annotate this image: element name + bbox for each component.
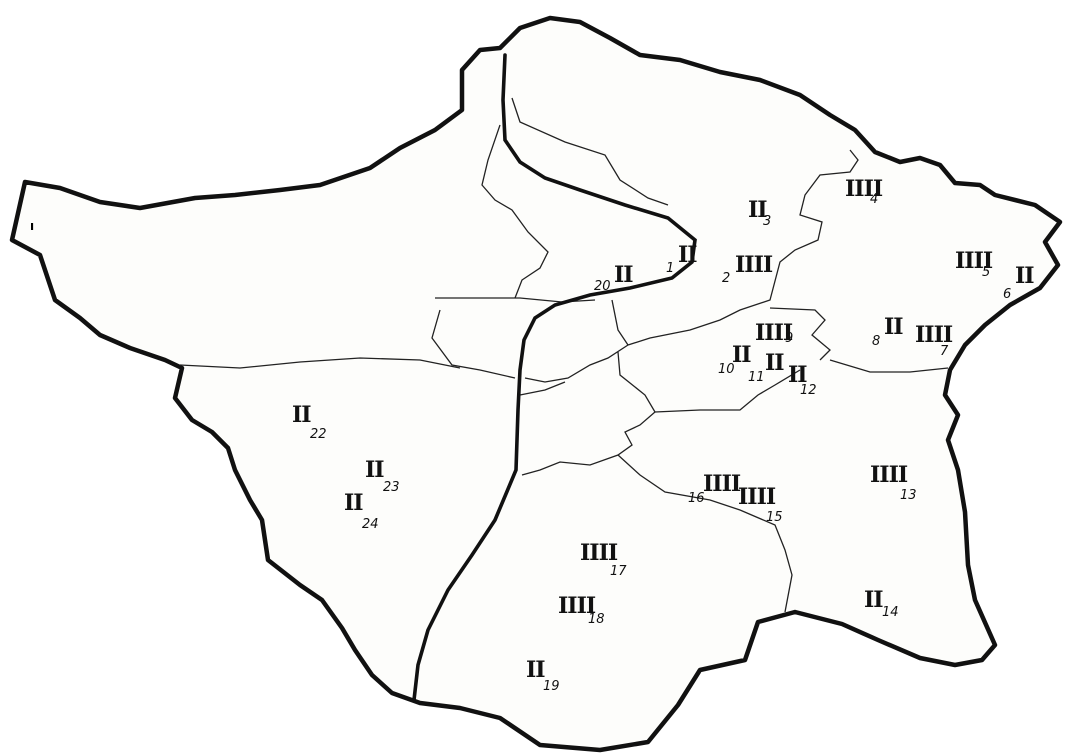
district-label: IIII 18	[558, 593, 605, 627]
district-label: IIII 5	[955, 248, 994, 280]
district-label: II 23	[365, 457, 400, 495]
district-label: IIII 7	[915, 322, 954, 359]
svg-text:20: 20	[594, 279, 611, 294]
svg-text:9: 9	[785, 331, 793, 346]
svg-text:IIII: IIII	[580, 540, 618, 566]
svg-text:17: 17	[610, 564, 627, 579]
svg-text:4: 4	[870, 192, 878, 207]
svg-text:IIII: IIII	[845, 176, 883, 202]
district-borders	[179, 97, 949, 613]
svg-text:II: II	[526, 657, 545, 683]
svg-text:18: 18	[588, 612, 605, 627]
district-label: II 12	[788, 362, 817, 398]
river	[412, 53, 697, 702]
district-label: 11 II	[748, 350, 785, 385]
svg-text:II: II	[884, 314, 903, 340]
svg-text:19: 19	[543, 679, 560, 694]
district-labels: 1 II 2 IIII II 3 IIII 4 IIII 5 6 II IIII…	[292, 176, 1035, 694]
svg-text:II: II	[614, 262, 633, 288]
district-label: IIII 9	[755, 320, 794, 346]
district-label: 1 II	[666, 242, 698, 276]
svg-text:II: II	[765, 350, 784, 376]
district-label: II 24	[344, 490, 379, 532]
district-label: 10 II	[718, 342, 752, 377]
district-label: IIII 15	[738, 484, 783, 525]
svg-text:15: 15	[766, 510, 783, 525]
svg-text:6: 6	[1003, 287, 1011, 302]
svg-text:3: 3	[763, 214, 771, 229]
svg-text:13: 13	[900, 488, 917, 503]
svg-text:10: 10	[718, 362, 735, 377]
svg-text:II: II	[748, 197, 767, 223]
corner-mark: ı	[30, 219, 34, 233]
district-label: 20 II	[594, 262, 634, 294]
svg-text:IIII: IIII	[915, 322, 953, 348]
district-label: IIII 17	[580, 540, 627, 579]
svg-text:23: 23	[383, 480, 400, 495]
svg-text:IIII: IIII	[703, 471, 741, 497]
svg-text:5: 5	[982, 265, 990, 280]
district-label: II 3	[748, 197, 771, 229]
svg-text:22: 22	[310, 427, 327, 442]
svg-text:II: II	[292, 402, 311, 428]
svg-text:8: 8	[872, 334, 880, 349]
svg-text:II: II	[788, 362, 807, 388]
city-boundary	[9, 15, 1063, 753]
svg-text:12: 12	[800, 383, 817, 398]
svg-text:IIII: IIII	[735, 252, 773, 278]
svg-text:2: 2	[722, 271, 730, 286]
district-label: IIII 4	[845, 176, 884, 207]
district-label: 16 IIII	[688, 471, 742, 506]
svg-text:II: II	[344, 490, 363, 516]
district-label: 6 II	[1003, 263, 1035, 302]
svg-text:14: 14	[882, 605, 899, 620]
svg-text:IIII: IIII	[955, 248, 993, 274]
svg-text:24: 24	[362, 517, 379, 532]
svg-text:1: 1	[666, 261, 674, 276]
svg-text:IIII: IIII	[755, 320, 793, 346]
svg-text:II: II	[678, 242, 697, 268]
svg-text:IIII: IIII	[870, 462, 908, 488]
svg-text:II: II	[1015, 263, 1034, 289]
district-label: II 14	[864, 587, 899, 620]
district-label: 8 II	[872, 314, 904, 349]
svg-text:11: 11	[748, 370, 765, 385]
svg-text:II: II	[864, 587, 883, 613]
svg-text:II: II	[365, 457, 384, 483]
district-label: II 22	[292, 402, 327, 442]
svg-text:16: 16	[688, 491, 705, 506]
svg-text:IIII: IIII	[558, 593, 596, 619]
svg-text:IIII: IIII	[738, 484, 776, 510]
svg-text:II: II	[732, 342, 751, 368]
district-label: II 19	[526, 657, 560, 694]
svg-text:7: 7	[940, 344, 949, 359]
district-label: 2 IIII	[722, 252, 774, 286]
district-label: IIII 13	[870, 462, 917, 503]
